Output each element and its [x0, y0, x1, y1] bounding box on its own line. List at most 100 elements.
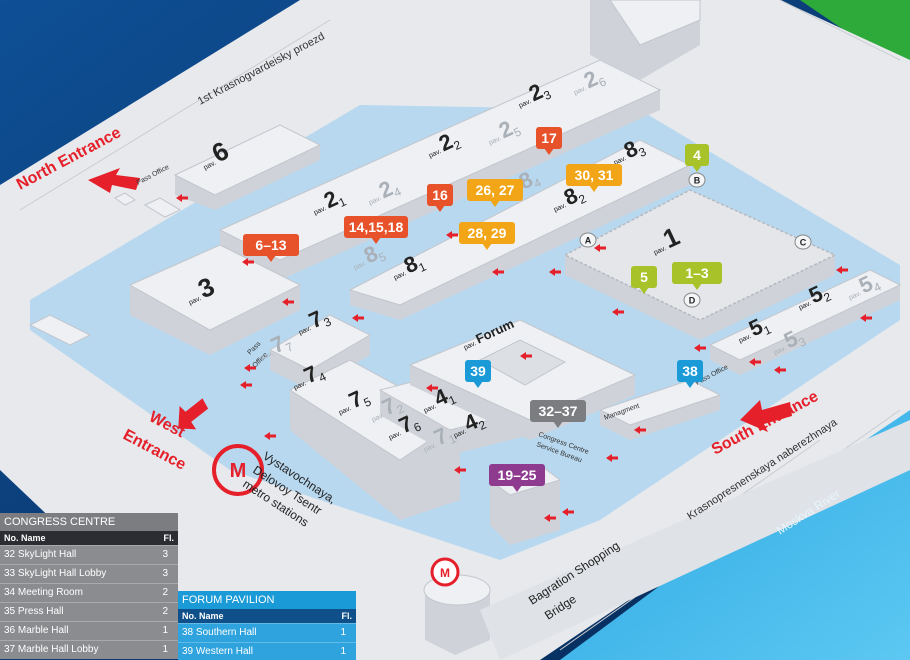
- hall-marker-label: 1–3: [685, 265, 709, 281]
- row-name: 35 Press Hall: [4, 606, 64, 617]
- hall-marker-39[interactable]: 39: [465, 360, 491, 388]
- small-arrow: [352, 314, 364, 322]
- row-name: 38 Southern Hall: [182, 627, 257, 638]
- small-arrow: [446, 231, 458, 239]
- small-arrow: [860, 314, 872, 322]
- small-arrow: [774, 366, 786, 374]
- small-arrows: [176, 194, 872, 522]
- row-floor: 2: [162, 606, 168, 617]
- hall-marker-label: 16: [432, 187, 448, 203]
- row-floor: 1: [162, 644, 168, 655]
- hall-marker-14-18[interactable]: 14,15,18: [344, 216, 408, 244]
- row-name: 36 Marble Hall: [4, 625, 69, 636]
- hall-marker-19-25[interactable]: 19–25: [489, 464, 545, 492]
- small-arrow: [244, 364, 256, 372]
- pavilion-6-block: [173, 124, 322, 210]
- small-arrow: [836, 266, 848, 274]
- small-arrow: [562, 508, 574, 516]
- row-name: 37 Marble Hall Lobby: [4, 644, 99, 655]
- hall-marker-label: 38: [682, 363, 698, 379]
- forum-table-rows: 38 Southern Hall 1 39 Western Hall 1: [178, 623, 356, 660]
- congress-centre-table: CONGRESS CENTRE No. Name Fl. 32 SkyLight…: [0, 513, 178, 659]
- small-arrow: [242, 258, 254, 266]
- hall-marker-label: 4: [693, 147, 701, 163]
- hall-marker-17[interactable]: 17: [536, 127, 562, 155]
- table-row: 35 Press Hall 2: [0, 602, 178, 621]
- row-floor: 1: [340, 627, 346, 638]
- management-block: [598, 379, 722, 440]
- svg-text:M: M: [230, 460, 247, 482]
- row-floor: 1: [340, 646, 346, 657]
- west-entrance-arrow: [178, 398, 209, 430]
- small-arrow: [634, 426, 646, 434]
- row-name: 34 Meeting Room: [4, 587, 83, 598]
- row-floor: 3: [162, 549, 168, 560]
- small-arrow: [264, 432, 276, 440]
- entrance-letter-b: B: [688, 172, 706, 188]
- table-row: 34 Meeting Room 2: [0, 583, 178, 602]
- forum-pavilion-table: FORUM PAVILION No. Name Fl. 38 Southern …: [178, 591, 356, 660]
- forum-col-name: No. Name: [182, 611, 224, 621]
- small-arrow: [606, 454, 618, 462]
- congress-table-header: No. Name Fl.: [0, 531, 178, 545]
- table-row: 37 Marble Hall Lobby 1: [0, 640, 178, 659]
- svg-text:B: B: [694, 176, 701, 186]
- pavilion-3-block: [128, 244, 302, 355]
- small-arrow: [612, 308, 624, 316]
- row-floor: 2: [162, 587, 168, 598]
- entrance-letter-d: D: [683, 292, 701, 308]
- small-arrow: [454, 466, 466, 474]
- congress-table-title: CONGRESS CENTRE: [0, 513, 178, 531]
- small-arrow: [426, 384, 438, 392]
- svg-text:C: C: [800, 238, 807, 248]
- hall-marker-label: 28, 29: [468, 225, 507, 241]
- north-entrance-arrow: [88, 168, 140, 193]
- row-name: 39 Western Hall: [182, 646, 253, 657]
- hall-marker-label: 39: [470, 363, 486, 379]
- hall-marker-label: 5: [640, 269, 648, 285]
- entrance-letter-a: A: [579, 232, 597, 248]
- forum-table-header: No. Name Fl.: [178, 609, 356, 623]
- hall-marker-16[interactable]: 16: [427, 184, 453, 212]
- small-arrow: [240, 381, 252, 389]
- small-arrow: [749, 358, 761, 366]
- forum-col-floor: Fl.: [341, 611, 353, 621]
- svg-text:M: M: [440, 566, 450, 580]
- small-arrow: [520, 352, 532, 360]
- small-arrow: [544, 514, 556, 522]
- hall-marker-38[interactable]: 38: [677, 360, 703, 388]
- hall-marker-30-31[interactable]: 30, 31: [566, 164, 622, 192]
- hall-marker-6-13[interactable]: 6–13: [243, 234, 299, 262]
- small-arrow: [176, 194, 188, 202]
- table-row: 38 Southern Hall 1: [178, 623, 356, 642]
- metro-icon-south: M: [430, 557, 460, 587]
- hall-marker-26-27[interactable]: 26, 27: [467, 179, 523, 207]
- hall-marker-label: 32–37: [539, 403, 578, 419]
- small-arrow: [282, 298, 294, 306]
- tower-block: [590, 0, 701, 80]
- table-row: 36 Marble Hall 1: [0, 621, 178, 640]
- entrance-letters: A B C D: [579, 172, 812, 308]
- hall-marker-5[interactable]: 5: [631, 266, 657, 294]
- hall-markers: 4 17 26, 27 30, 31 16 14,15,18 28, 29 6–13 5 1–3 3…: [243, 127, 722, 492]
- row-name: 33 SkyLight Hall Lobby: [4, 568, 107, 579]
- hall-marker-label: 17: [541, 130, 557, 146]
- small-arrow: [549, 268, 561, 276]
- hall-marker-1-3[interactable]: 1–3: [672, 262, 722, 290]
- forum-table-title: FORUM PAVILION: [178, 591, 356, 609]
- svg-text:A: A: [585, 236, 592, 246]
- hall-marker-32-37[interactable]: 32–37: [530, 400, 586, 428]
- entrance-letter-c: C: [794, 234, 812, 250]
- small-arrow: [694, 344, 706, 352]
- row-floor: 1: [162, 625, 168, 636]
- hall-marker-label: 19–25: [498, 467, 537, 483]
- hall-marker-28-29[interactable]: 28, 29: [459, 222, 515, 250]
- hall-marker-4[interactable]: 4: [685, 144, 709, 172]
- pavilion-5-block: [708, 269, 902, 375]
- hall-marker-label: 6–13: [255, 237, 286, 253]
- small-arrow: [492, 268, 504, 276]
